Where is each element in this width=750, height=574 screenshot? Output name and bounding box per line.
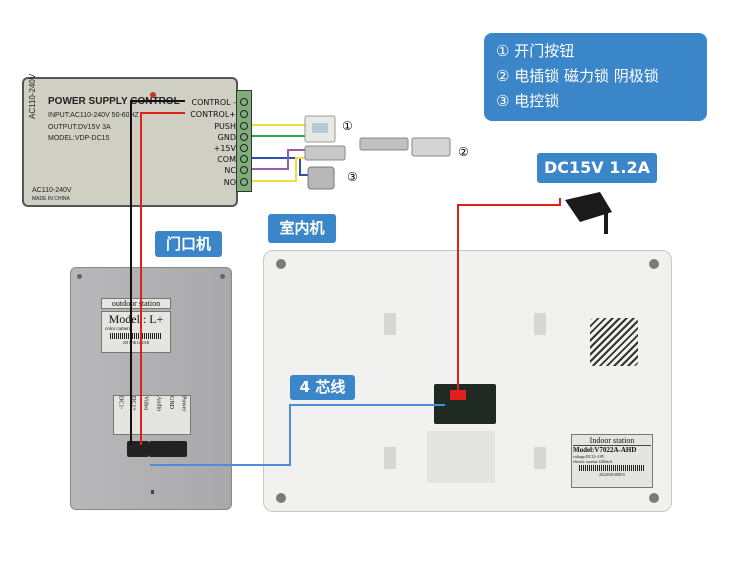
screw-icon <box>240 144 248 152</box>
outdoor-header: outdoor station <box>101 298 171 309</box>
psu-input: INPUT:AC110-240V 50-60HZ <box>48 112 139 119</box>
pin-label: Audio <box>155 396 162 411</box>
wire-control-minus <box>130 100 185 445</box>
screw-icon <box>240 98 248 106</box>
outdoor-model-plate: Model : L+ color camera 2017DK12301R <box>101 311 171 353</box>
screw-hole <box>151 490 154 494</box>
screw-icon <box>240 166 248 174</box>
terminal-label: PUSH <box>214 122 236 131</box>
psu-output: OUTPUT:DV15V 3A <box>48 124 111 131</box>
terminal-label: CONTROL+ <box>190 110 236 119</box>
screw-icon <box>240 122 248 130</box>
screw-icon <box>240 110 248 118</box>
outdoor-model: Model : L+ <box>108 312 164 326</box>
wire-no <box>252 157 305 182</box>
mount-slot <box>534 447 546 469</box>
mount-slot <box>534 313 546 335</box>
recessed-panel <box>427 431 495 483</box>
mount-slot <box>384 313 396 335</box>
outdoor-serial: 2017DK12301R <box>122 340 150 345</box>
psu-model: MODEL:VDP-DC15 <box>48 135 110 142</box>
connector-4pin <box>149 441 187 457</box>
legend-item: ① 开门按钮 <box>496 42 575 60</box>
legend-item: ③ 电控锁 <box>496 92 560 110</box>
power-connector <box>450 390 466 400</box>
terminal-label: NC <box>224 166 236 175</box>
indoor-model: Model:V7022A-AHD <box>573 446 637 454</box>
exit-button-icon <box>312 123 328 133</box>
terminal-label: COM <box>217 155 236 164</box>
indoor-current: electric current:1200mA <box>573 459 613 464</box>
electric-control-lock <box>307 166 335 190</box>
wire-dc-power <box>457 198 561 395</box>
legend-item: ② 电插锁 磁力锁 阴极锁 <box>496 67 659 85</box>
power-adapter-icon <box>565 192 612 222</box>
screw-icon <box>649 259 659 269</box>
barcode <box>110 333 162 339</box>
wire-nc <box>252 149 305 170</box>
screw-icon <box>240 155 248 163</box>
screw-icon <box>220 274 225 279</box>
pin-label: Power <box>180 396 187 412</box>
screw-icon <box>276 259 286 269</box>
psu-title: POWER SUPPLY CONTROL <box>48 96 180 107</box>
electric-bolt-lock <box>304 145 346 161</box>
indoor-voltage: voltage:DC12~18V <box>573 454 605 459</box>
adapter-plug-pin <box>604 212 608 234</box>
outdoor-subtitle: color camera <box>105 327 131 332</box>
wire-com <box>252 157 310 176</box>
terminal-label: +15V <box>213 144 236 153</box>
power-adapter-label: DC15V 1.2A <box>537 153 657 183</box>
pin-label: GND <box>167 396 174 409</box>
outdoor-unit-label: 门口机 <box>155 231 222 257</box>
psu-made-in: MADE IN CHINA <box>32 196 70 202</box>
terminal-block <box>236 90 252 192</box>
pin-label: DC1- <box>117 396 124 410</box>
barcode <box>579 465 645 471</box>
marker-1: ① <box>342 119 353 133</box>
pin-label: Video <box>142 396 149 411</box>
pin-label-plate: DC1- DC1+ Video Audio GND Power <box>113 395 191 435</box>
connector-2pin <box>127 441 149 457</box>
screw-icon <box>240 178 248 186</box>
four-core-cable <box>150 404 445 466</box>
marker-3: ③ <box>347 170 358 184</box>
terminal-label: GND <box>217 133 236 142</box>
terminal-label: NO <box>223 178 236 187</box>
terminal-label: CONTROL - <box>191 98 237 107</box>
magnetic-lock <box>411 137 451 157</box>
led-icon <box>150 92 156 98</box>
screw-icon <box>77 274 82 279</box>
indoor-unit-label: 室内机 <box>268 214 336 243</box>
legend-box: ① 开门按钮 ② 电插锁 磁力锁 阴极锁 ③ 电控锁 <box>484 33 707 121</box>
screw-icon <box>649 493 659 503</box>
pin-label: DC1+ <box>129 396 136 411</box>
indoor-label-plate: Indoor station Model:V7022A-AHD voltage:… <box>571 434 653 488</box>
strike-plate <box>359 137 409 151</box>
indoor-header: Indoor station <box>573 436 651 446</box>
marker-2: ② <box>458 145 469 159</box>
speaker-grill <box>590 318 638 366</box>
cable-label: 4 芯线 <box>290 375 355 400</box>
indoor-serial: 2022030100815 <box>599 472 625 477</box>
screw-icon <box>276 493 286 503</box>
wire-control-plus <box>140 112 185 445</box>
screw-icon <box>240 133 248 141</box>
mount-slot <box>384 447 396 469</box>
psu-bottom-voltage: AC110-240V <box>32 187 72 194</box>
outdoor-station: outdoor station Model : L+ color camera … <box>70 267 232 510</box>
